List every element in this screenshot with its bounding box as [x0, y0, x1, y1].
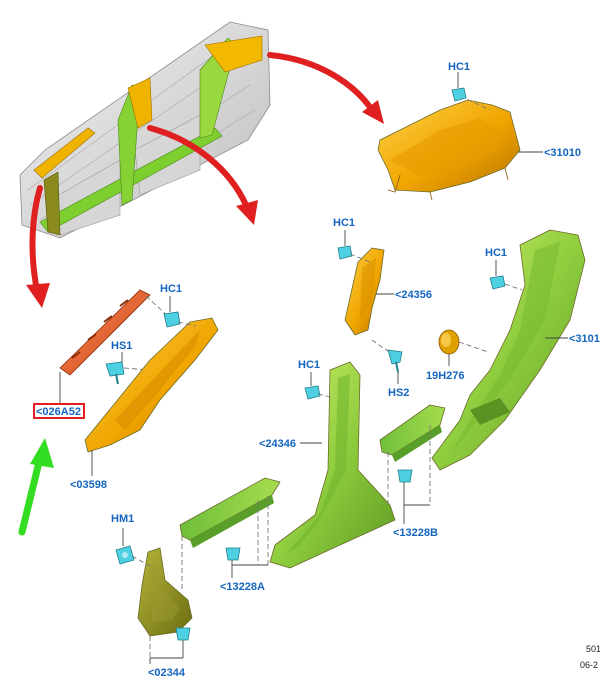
part-24346-lower-pillar-trim: [269, 361, 396, 569]
clip-hc1-24356: [337, 230, 353, 260]
part-3101-rear-quarter-trim: [431, 229, 586, 471]
dash-hs1: [123, 367, 151, 371]
dash-hc1-right: [504, 283, 523, 291]
screw-hs1: [105, 352, 125, 385]
label-hs1: HS1: [111, 340, 132, 352]
clip-hc1-a-pillar: [163, 296, 181, 328]
clip-hc1-top: [451, 72, 467, 102]
footer-ref-line1: 501: [586, 644, 600, 654]
part-02344-cowl-side-trim: [137, 547, 193, 637]
label-part-03598: <03598: [70, 479, 107, 491]
label-part-24346: <24346: [259, 438, 296, 450]
label-hm1: HM1: [111, 513, 134, 525]
clip-13228a: [181, 496, 269, 590]
clip-hm1: [115, 528, 135, 565]
dash-hs2: [371, 339, 393, 355]
vehicle-body-shell: [19, 21, 271, 239]
clip-hc1-b-pillar: [304, 372, 321, 400]
part-026a52-retainer: [59, 289, 151, 404]
clip-13228b: [387, 425, 431, 524]
dash-hm1: [131, 555, 151, 567]
label-hc1-a-pillar: HC1: [160, 283, 182, 295]
label-part-13228b: <13228B: [393, 527, 438, 539]
label-part-02344: <02344: [148, 667, 186, 679]
label-hc1-24356: HC1: [333, 217, 355, 229]
part-24356-upper-pillar-trim: [344, 247, 385, 336]
label-hc1-top: HC1: [448, 61, 470, 73]
screw-hs2: [387, 349, 403, 384]
part-13228b-sill-plate: [379, 404, 446, 462]
clip-hc1-right: [489, 260, 506, 290]
footer-ref-line2: 06-2: [580, 660, 598, 670]
dash-03598: [177, 321, 197, 327]
dash-hc1-31010: [459, 95, 491, 111]
part-13228a-sill-plate: [179, 477, 281, 548]
label-part-31010: <31010: [544, 147, 581, 159]
label-part-13228a: <13228A: [220, 581, 265, 593]
part-19h276-pad: [438, 329, 460, 366]
label-hc1-right: HC1: [485, 247, 507, 259]
dash-hc1-b-pillar: [317, 393, 335, 399]
dash-19h276: [458, 341, 489, 353]
label-part-026a52: <026A52: [36, 406, 81, 418]
clip-02344: [149, 627, 191, 664]
green-arrow-pointer: [18, 438, 54, 536]
label-hc1-b-pillar: HC1: [298, 359, 320, 371]
highlight-box-026a52: [33, 403, 85, 419]
dash-hc1-24356: [349, 253, 371, 263]
label-part-19h276: 19H276: [426, 370, 465, 382]
red-arrow-to-pillars: [147, 125, 258, 225]
part-31010-rear-quarter-trim: [377, 99, 521, 201]
label-part-3101: <3101: [569, 333, 600, 345]
part-03598-a-pillar-trim: [84, 317, 219, 476]
label-part-24356: <24356: [395, 289, 432, 301]
red-arrow-to-31010: [267, 52, 384, 124]
red-arrow-to-a-pillar: [26, 185, 50, 308]
label-hs2: HS2: [388, 387, 409, 399]
